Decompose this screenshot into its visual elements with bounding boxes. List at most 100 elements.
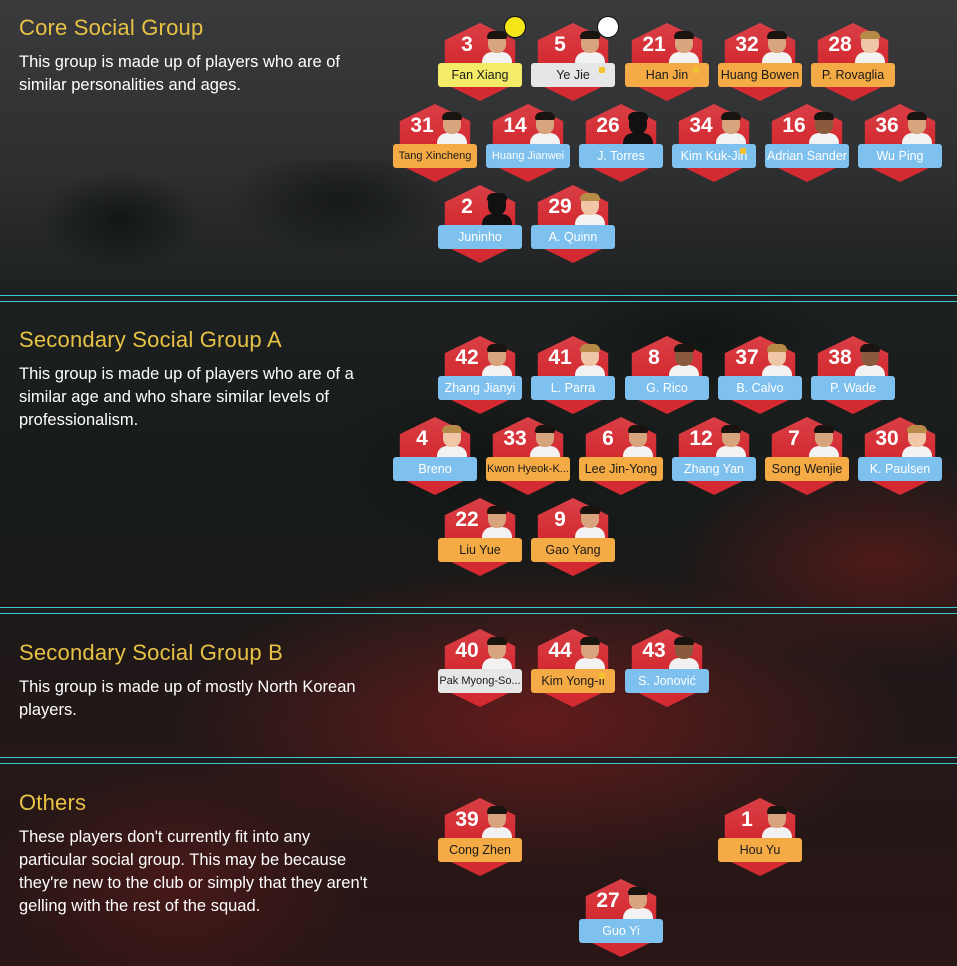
player-face-icon: [623, 425, 653, 457]
player-name: P. Wade: [811, 376, 895, 400]
squad-number: 32: [735, 33, 759, 56]
player-name: Breno: [393, 457, 477, 481]
player-name: Lee Jin-Yong: [579, 457, 663, 481]
squad-number: 26: [596, 114, 620, 137]
section-description: This group is made up of players who are…: [19, 53, 341, 94]
player-face-icon: [575, 31, 605, 63]
squad-number: 12: [689, 427, 713, 450]
player-card[interactable]: 8 G. Rico: [625, 336, 709, 414]
section-secondary-social-group-a: Secondary Social Group A This group is m…: [19, 327, 369, 432]
player-name: Zhang Jianyi: [438, 376, 522, 400]
player-face-icon: [530, 112, 560, 144]
player-face-icon: [575, 506, 605, 538]
status-marker-icon: [693, 67, 699, 73]
squad-number: 4: [416, 427, 428, 450]
squad-number: 39: [455, 808, 479, 831]
player-face-icon: [762, 806, 792, 838]
section-core-social-group: Core Social Group This group is made up …: [19, 15, 369, 97]
player-face-icon: [530, 425, 560, 457]
player-name: Huang Bowen: [718, 63, 802, 87]
section-title: Secondary Social Group A: [19, 327, 282, 352]
squad-number: 3: [461, 33, 473, 56]
player-name: Huang Jianwei: [486, 144, 570, 168]
player-face-icon: [716, 112, 746, 144]
player-face-icon: [669, 637, 699, 669]
squad-number: 5: [554, 33, 566, 56]
player-name: Gao Yang: [531, 538, 615, 562]
squad-number: 44: [548, 639, 572, 662]
squad-number: 40: [455, 639, 479, 662]
section-description: These players don't currently fit into a…: [19, 828, 368, 915]
section-secondary-social-group-b: Secondary Social Group B This group is m…: [19, 640, 369, 722]
squad-number: 14: [503, 114, 527, 137]
section-others: Others These players don't currently fit…: [19, 790, 369, 918]
squad-number: 29: [548, 195, 572, 218]
section-description: This group is made up of mostly North Ko…: [19, 678, 356, 719]
player-face-icon: [437, 112, 467, 144]
player-face-icon: [482, 506, 512, 538]
player-name: Kwon Hyeok-K...: [486, 457, 570, 481]
section-title: Secondary Social Group B: [19, 640, 284, 665]
section-description: This group is made up of players who are…: [19, 365, 354, 429]
player-name: Cong Zhen: [438, 838, 522, 862]
squad-number: 43: [642, 639, 666, 662]
player-face-icon: [762, 344, 792, 376]
squad-number: 42: [455, 346, 479, 369]
player-face-icon: [623, 887, 653, 919]
section-title: Others: [19, 790, 87, 815]
squad-number: 2: [461, 195, 473, 218]
player-face-icon: [902, 112, 932, 144]
player-silhouette-icon: [482, 193, 512, 225]
player-name: G. Rico: [625, 376, 709, 400]
section-divider: [0, 295, 957, 302]
status-marker-icon: [740, 148, 746, 154]
squad-number: 31: [410, 114, 434, 137]
player-silhouette-icon: [623, 112, 653, 144]
player-face-icon: [482, 806, 512, 838]
player-face-icon: [855, 31, 885, 63]
section-divider: [0, 607, 957, 614]
squad-number: 8: [648, 346, 660, 369]
squad-number: 36: [875, 114, 899, 137]
squad-number: 33: [503, 427, 527, 450]
status-marker-icon: [599, 67, 605, 73]
player-face-icon: [575, 344, 605, 376]
player-name: P. Rovaglia: [811, 63, 895, 87]
squad-number: 27: [596, 889, 620, 912]
player-name: Zhang Yan: [672, 457, 756, 481]
squad-number: 22: [455, 508, 479, 531]
squad-number: 6: [602, 427, 614, 450]
squad-number: 37: [735, 346, 759, 369]
